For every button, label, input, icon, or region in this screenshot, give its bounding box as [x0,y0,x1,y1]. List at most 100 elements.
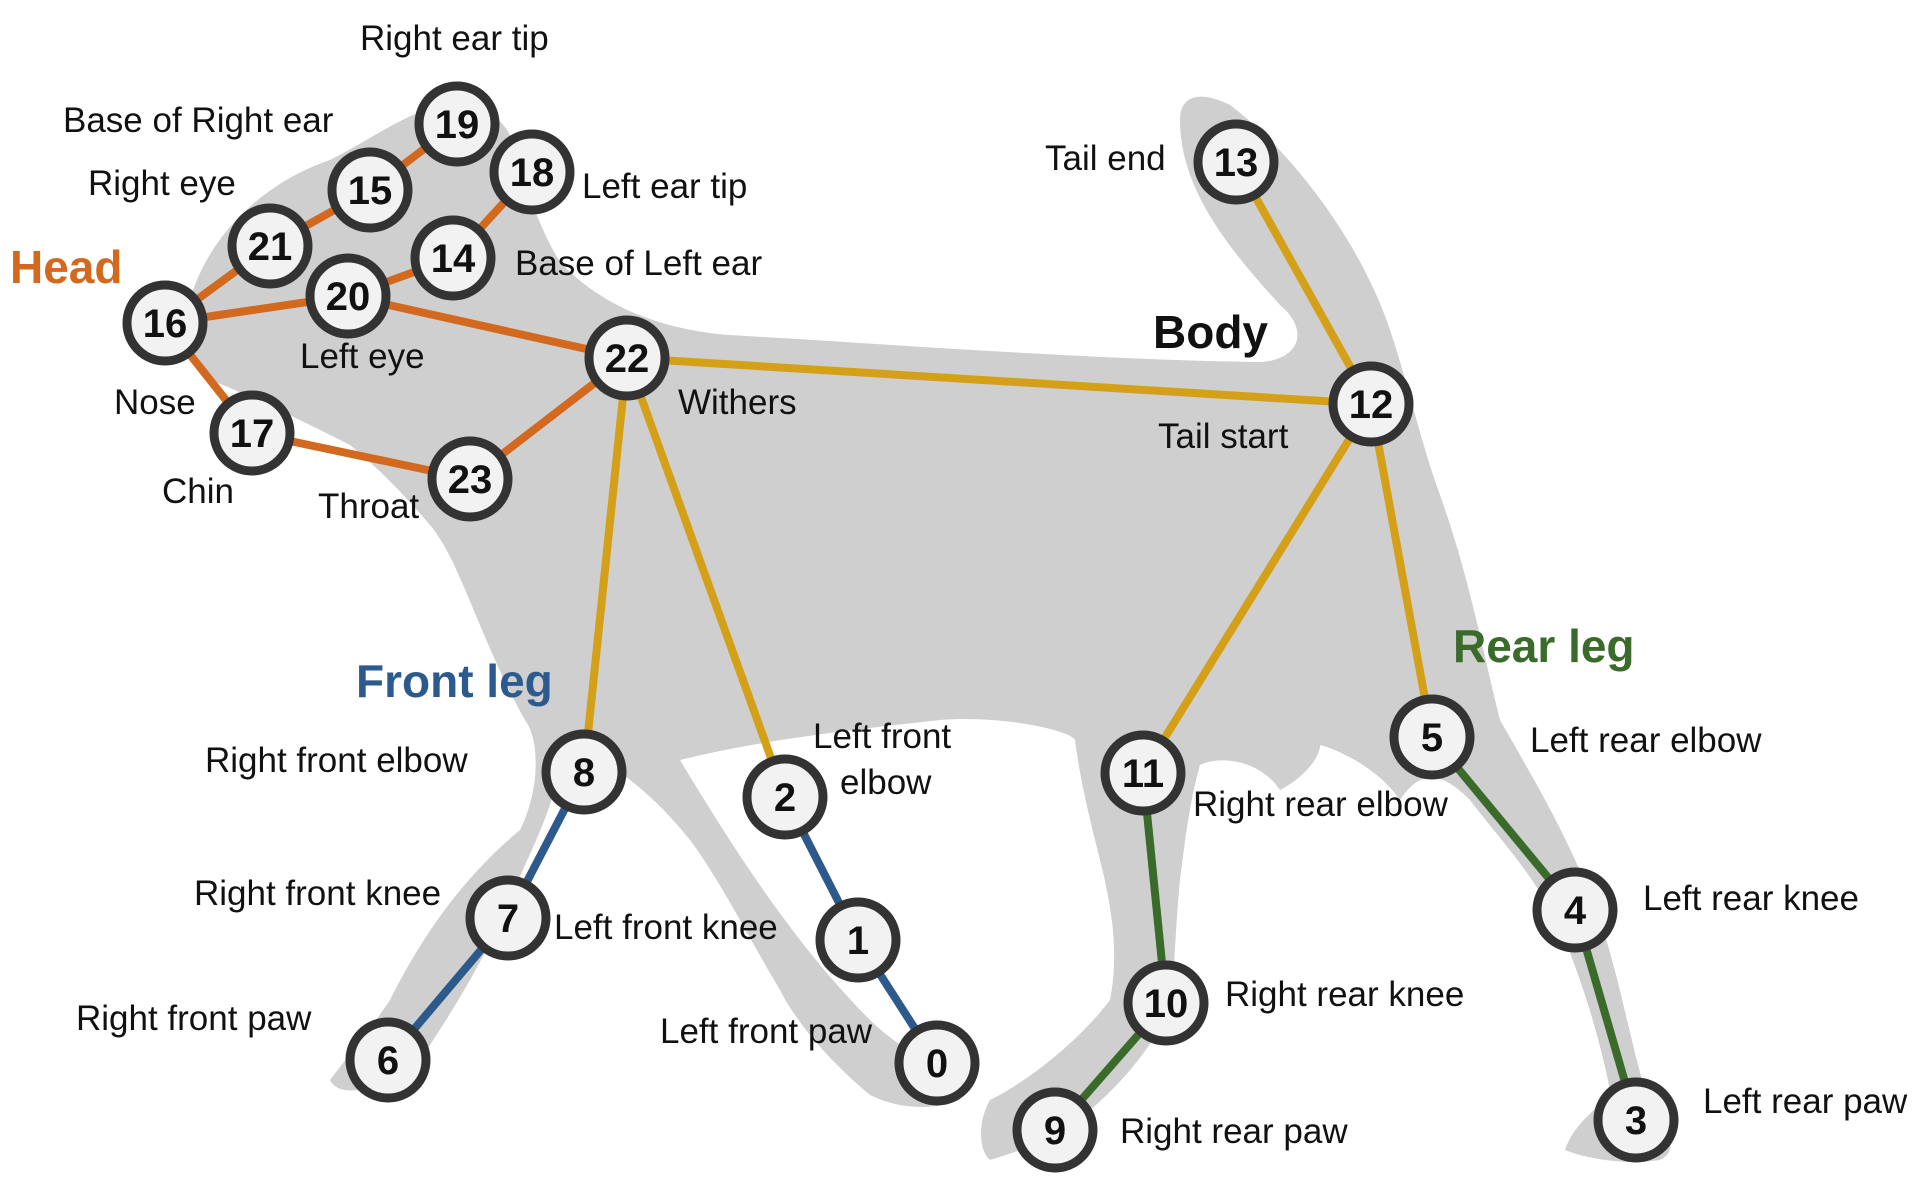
label-keypoint-10: Right rear knee [1225,975,1464,1014]
keypoint-number: 16 [143,302,188,346]
keypoint-node-4: 4 [1532,867,1618,953]
keypoint-node-3: 3 [1593,1077,1679,1163]
group-label-rear-leg: Rear leg [1453,620,1635,672]
keypoint-number: 21 [248,225,293,269]
keypoint-node-12: 12 [1328,361,1414,447]
label-keypoint-9: Right rear paw [1120,1112,1348,1151]
edge-12-11 [1139,400,1375,777]
keypoint-number: 3 [1625,1099,1647,1143]
group-label-body: Body [1153,306,1268,358]
keypoint-number: 17 [230,412,275,456]
label-keypoint-18: Left ear tip [582,167,747,206]
keypoint-node-14: 14 [410,215,496,301]
keypoint-circle [465,875,551,961]
label-keypoint-14: Base of Left ear [515,244,762,283]
keypoint-number: 8 [573,751,595,795]
keypoint-circle [1532,867,1618,953]
keypoint-node-16: 16 [122,280,208,366]
keypoint-circle [894,1020,980,1106]
edge-22-12 [623,354,1375,408]
keypoint-circle [1389,694,1475,780]
keypoint-circle [489,129,575,215]
keypoint-number: 10 [1144,982,1189,1026]
edge-12-5 [1367,400,1436,741]
label-keypoint-13: Tail end [1045,139,1166,178]
keypoint-circle [209,390,295,476]
edge-22-2 [623,354,789,801]
keypoint-circle [327,147,413,233]
label-keypoint-4: Left rear knee [1643,879,1859,918]
keypoint-node-0: 0 [894,1020,980,1106]
keypoint-node-20: 20 [305,253,391,339]
label-keypoint-0: Left front paw [660,1012,873,1051]
keypoint-number: 23 [448,458,493,502]
keypoint-circle [815,897,901,983]
label-keypoint-1: Left front knee [554,908,778,947]
keypoint-number: 13 [1214,141,1259,185]
label-keypoint-5: Left rear elbow [1530,721,1762,760]
edge-22-8 [580,354,631,776]
keypoint-circle [410,215,496,301]
keypoint-node-13: 13 [1193,119,1279,205]
keypoint-circle [1193,119,1279,205]
label-keypoint-8: Right front elbow [205,741,468,780]
keypoint-number: 0 [926,1042,948,1086]
label-keypoint-2-line1: Left front [813,717,951,756]
label-keypoint-3: Left rear paw [1703,1082,1908,1121]
keypoint-node-10: 10 [1123,960,1209,1046]
keypoint-node-22: 22 [584,315,670,401]
keypoint-number: 7 [497,897,519,941]
keypoint-circle [1328,361,1414,447]
keypoint-number: 20 [326,275,371,319]
label-keypoint-7: Right front knee [194,874,441,913]
label-keypoint-15: Base of Right ear [63,101,334,140]
keypoint-circle [414,81,500,167]
keypoint-node-8: 8 [541,729,627,815]
keypoint-number: 6 [377,1039,399,1083]
keypoint-node-11: 11 [1100,730,1186,816]
keypoint-circle [584,315,670,401]
keypoint-node-2: 2 [742,754,828,840]
group-label-front-leg: Front leg [356,655,553,707]
keypoint-number: 5 [1421,716,1443,760]
keypoint-number: 4 [1564,889,1587,933]
keypoint-node-6: 6 [345,1017,431,1103]
keypoint-circle [122,280,208,366]
keypoint-circle [1012,1087,1098,1173]
keypoint-node-1: 1 [815,897,901,983]
label-keypoint-6: Right front paw [76,999,312,1038]
label-keypoint-22: Withers [678,383,797,422]
label-keypoint-2-line2: elbow [840,763,932,802]
keypoint-node-7: 7 [465,875,551,961]
keypoint-node-18: 18 [489,129,575,215]
keypoint-circle [1123,960,1209,1046]
label-keypoint-12: Tail start [1158,417,1289,456]
keypoint-circle [1593,1077,1679,1163]
label-keypoint-20: Left eye [300,337,425,376]
keypoint-node-5: 5 [1389,694,1475,780]
keypoint-number: 18 [510,151,555,195]
keypoint-circle [742,754,828,840]
keypoint-circle [541,729,627,815]
keypoint-number: 12 [1349,383,1394,427]
keypoint-number: 9 [1044,1109,1066,1153]
label-keypoint-21: Right eye [88,164,236,203]
keypoint-number: 15 [348,169,393,213]
edge-20-22 [344,292,631,362]
keypoint-node-15: 15 [327,147,413,233]
label-keypoint-11: Right rear elbow [1193,785,1449,824]
group-label-head: Head [10,241,122,293]
label-keypoint-16: Nose [114,383,196,422]
keypoint-node-23: 23 [427,436,513,522]
label-keypoint-19: Right ear tip [360,19,549,58]
label-keypoint-17: Chin [162,472,234,511]
keypoint-node-17: 17 [209,390,295,476]
edge-12-13 [1232,158,1375,408]
keypoint-circle [345,1017,431,1103]
keypoint-node-19: 19 [414,81,500,167]
label-keypoint-23: Throat [318,487,419,526]
keypoint-circle [227,203,313,289]
cat-silhouette [185,96,1671,1162]
